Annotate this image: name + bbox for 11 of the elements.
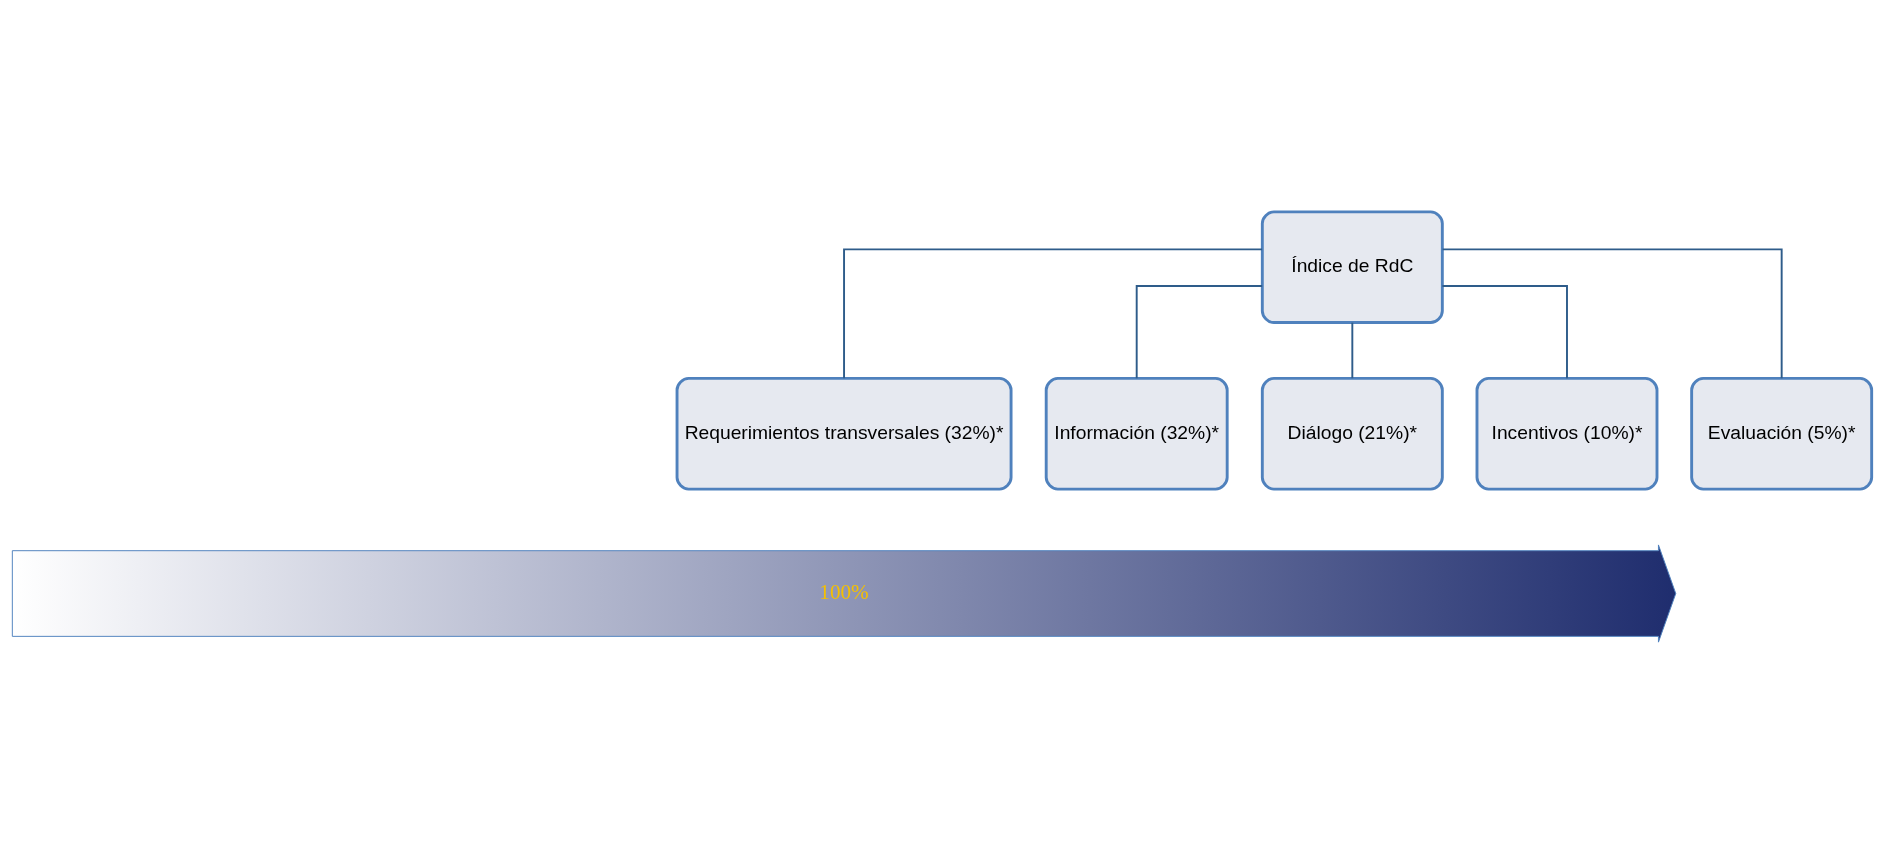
connector xyxy=(1441,247,1783,379)
node-box: Evaluación (5%)* xyxy=(1690,376,1874,491)
node-box: Diálogo (21%)* xyxy=(1260,376,1444,491)
connector xyxy=(1351,321,1354,379)
connector xyxy=(843,247,1263,379)
node-box: Requerimientos transversales (32%)* xyxy=(675,376,1013,491)
node-box: Índice de RdC xyxy=(1260,209,1444,324)
connector xyxy=(1135,284,1264,379)
node-box: Información (32%)* xyxy=(1044,376,1229,491)
node-box: Incentivos (10%)* xyxy=(1475,376,1659,491)
connector xyxy=(1441,284,1568,379)
